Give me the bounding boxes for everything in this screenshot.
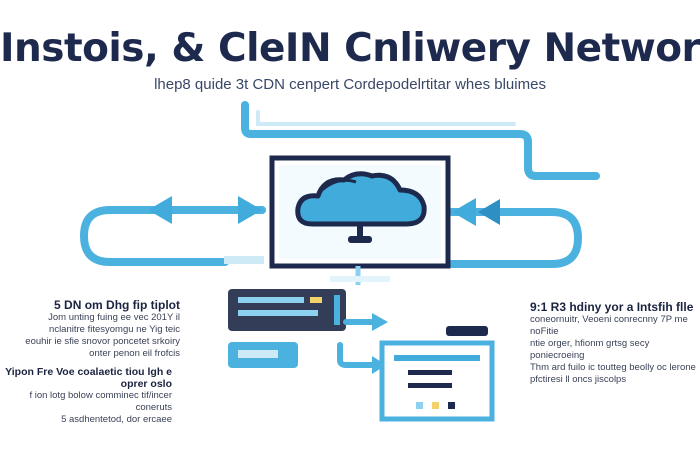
note-left-top-line: nclanitre fitesyomgu ne Yig teic [49,324,180,335]
note-left-bottom-heading: Yipon Fre Voe coalaetic tiou lgh e oprer… [5,366,172,390]
note-left-top: 5 DN om Dhg fip tiplot Jom unting fuing … [10,298,180,360]
arrow-right-icon [372,313,388,331]
arrow-left-icon [148,196,172,224]
server-rack-icon [228,289,346,368]
edge-connector [337,319,379,368]
top-loop-connector [241,101,600,180]
note-left-top-heading: 5 DN om Dhg fip tiplot [54,298,180,312]
note-right-line: coneornuitr, Veoeni conrecnny 7P me noFi… [530,314,688,337]
arrow-right-icon [238,196,262,224]
note-left-bottom-line: 5 asdhentetod, dor ercaee [61,414,172,425]
page-title: Instois, & CleIN Cnliwery Network [0,26,700,71]
left-loop-connector [79,206,266,266]
note-right-line: ntie orger, hfionm grtsg secy poniecroei… [530,338,650,361]
top-loop-shadow [256,110,516,126]
arrow-right-icon [372,356,386,374]
edge-node-icon [379,326,495,422]
backdrop-panel [224,256,264,264]
note-right-line: Thm ard fuilo ic toutteg beolly oc leron… [530,362,696,373]
note-right-line: pfctiresi ll oncs jiscolps [530,374,627,385]
note-right: 9:1 R3 hdiny yor a Intsfih flle coneornu… [530,300,698,386]
note-left-top-line: eouhir ie sfie snovor poncetet srkoiry [25,336,180,347]
note-left-top-line: onter penon eil frofcis [89,348,180,359]
arrow-left-icon [452,198,500,226]
backdrop-panel [330,276,390,282]
note-left-bottom-line: f ion lotg bolow comminec tif/incer cone… [29,390,172,413]
page-subtitle: lhep8 quide 3t CDN cenpert Cordepodelrti… [154,76,546,93]
note-right-heading: 9:1 R3 hdiny yor a Intsfih flle [530,300,694,314]
cloud-icon [295,171,427,243]
note-left-bottom: Yipon Fre Voe coalaetic tiou lgh e oprer… [0,366,172,426]
right-loop-connector [448,208,583,268]
note-left-top-line: Jom unting fuing ee vec 201Y il [48,312,180,323]
